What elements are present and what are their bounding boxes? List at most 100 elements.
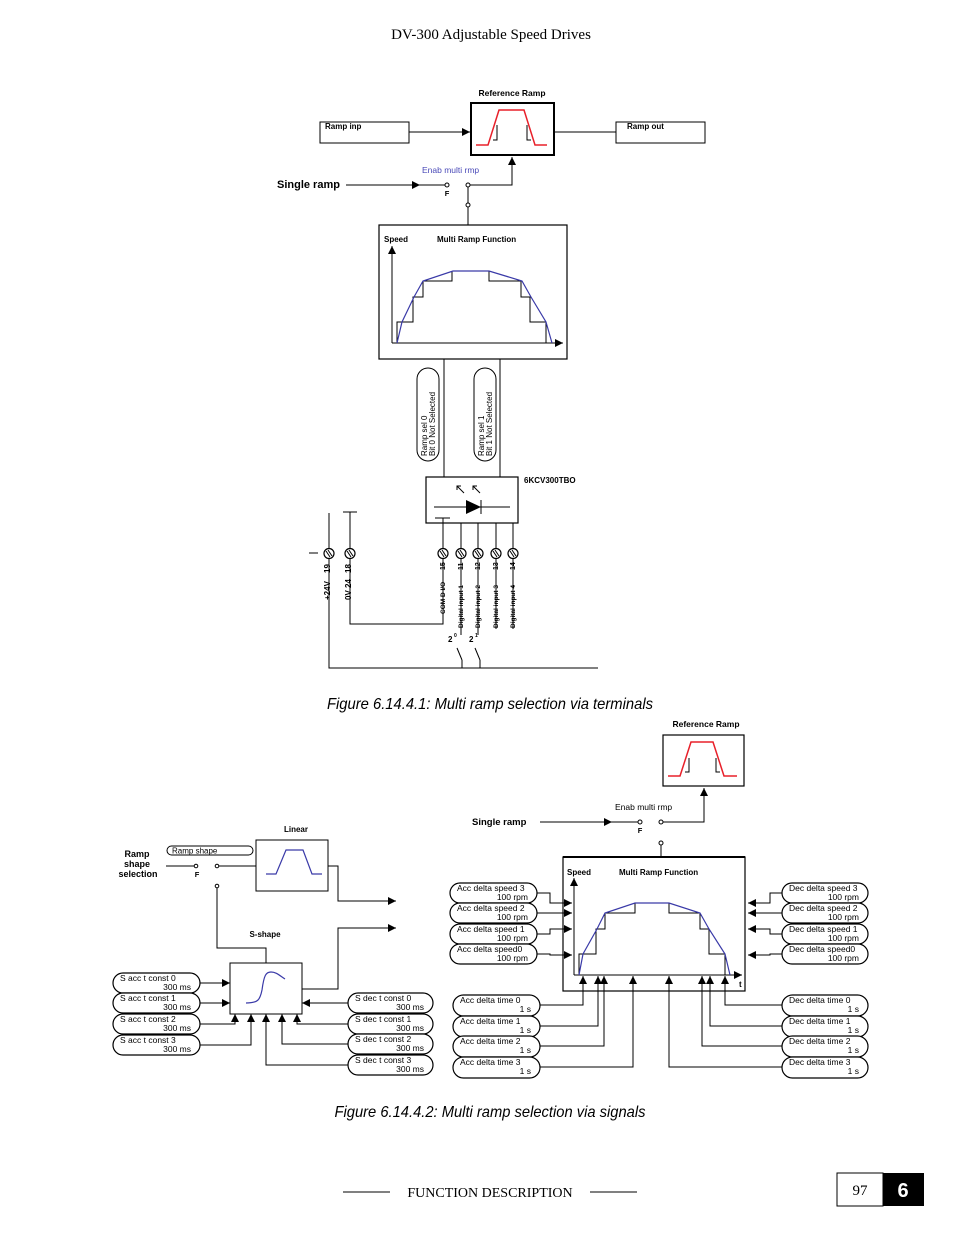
s-shape-block [229, 962, 303, 1015]
s-dec-t-const-pill-name: S dec t const 3 [355, 1055, 411, 1065]
acc-delta-time-pill-name: Acc delta time 2 [460, 1036, 521, 1046]
plus24v-bus [328, 559, 598, 669]
s-shape-output-arrow [302, 924, 396, 990]
terminal-screw-icon [472, 547, 484, 560]
s-shape-label: S-shape [249, 930, 281, 939]
ramp-sel-0-line2: Bit 0 Not Selected [428, 392, 437, 456]
dec-delta-time-pill-name: Dec delta time 2 [789, 1036, 851, 1046]
reference-ramp-icon-2 [668, 741, 737, 777]
reference-ramp-block [470, 102, 555, 156]
s-acc-t-const-pill-name: S acc t const 3 [120, 1035, 176, 1045]
figure-1: Reference Ramp Ramp inp Ramp out Enab mu… [277, 88, 706, 713]
reference-ramp-label-2: Reference Ramp [672, 719, 739, 729]
ramp-sel-0-pill [416, 367, 440, 462]
switch-contact-f-2 [637, 819, 643, 825]
linear-label: Linear [284, 825, 308, 834]
dec-delta-time-pill: Dec delta time 01 s [781, 994, 869, 1017]
page-header-title: DV-300 Adjustable Speed Drives [391, 27, 591, 43]
figure-1-caption: Figure 6.14.4.1: Multi ramp selection vi… [327, 696, 653, 713]
linear-ramp-block [255, 839, 329, 892]
switch-contact-t [465, 202, 471, 208]
multi-ramp-function-block [378, 224, 568, 360]
acc-steps [396, 271, 453, 343]
acc-steps-2 [578, 903, 636, 975]
multi-ramp-function-block-2 [562, 856, 746, 992]
ramp-inp-label: Ramp inp [325, 122, 362, 131]
dec-delta-time-pill-name: Dec delta time 1 [789, 1016, 851, 1026]
dec-delta-time-pill-value: 1 s [848, 1025, 859, 1035]
s-curve-icon [245, 971, 286, 1004]
io-module-block [425, 476, 519, 524]
terminal-screw-icon [455, 547, 467, 560]
reference-ramp-icon [476, 109, 547, 146]
dec-delta-speed-pill-value: 100 rpm [828, 953, 859, 963]
ramp-out-label: Ramp out [627, 122, 664, 131]
s-acc-t-const-pill-name: S acc t const 1 [120, 993, 176, 1003]
ramp-sel-1-pill [473, 367, 497, 462]
acc-delta-time-pill-value: 1 s [520, 1045, 531, 1055]
switch-contact-common [465, 182, 471, 188]
switch-f-label-2: F [638, 826, 643, 835]
s-acc-t-const-pill-value: 300 ms [163, 1044, 191, 1054]
switch-to-ref-ramp-arrow-2 [663, 788, 708, 823]
shape-switch-f-label: F [195, 870, 200, 879]
terminal-screw-icon [323, 547, 335, 560]
reference-ramp-block-2 [662, 734, 745, 787]
dec-delta-speed-pill-name: Dec delta speed 2 [789, 903, 858, 913]
dec-delta-time-pill-name: Dec delta time 0 [789, 995, 851, 1005]
ramp-sel-0-line1: Ramp sel 0 [420, 415, 429, 456]
ramp-shape-selection-line3: selection [118, 869, 157, 879]
acc-delta-time-pill-value: 1 s [520, 1004, 531, 1014]
dec-delta-speed-pill-value: 100 rpm [828, 933, 859, 943]
acc-delta-speed-pill-value: 100 rpm [497, 892, 528, 902]
acc-delta-time-pill: Acc delta time 11 s [452, 1015, 541, 1038]
speed-axis-label-2: Speed [567, 868, 591, 877]
diode-icon [434, 500, 510, 514]
acc-delta-speed-pill-value: 100 rpm [497, 912, 528, 922]
ramp-shape-selection-line1: Ramp [124, 849, 150, 859]
terminal-label: 0V 24 [344, 579, 353, 600]
time-axis-label: t [739, 980, 742, 989]
acc-delta-speed-pill-name: Acc delta speed 1 [457, 924, 525, 934]
bit1-switch [474, 647, 481, 668]
switch-contact-common-2 [658, 819, 664, 825]
multi-ramp-curve [396, 270, 553, 344]
linear-ramp-icon [266, 849, 322, 875]
switch-f-label: F [445, 189, 450, 198]
enab-multi-rmp-label-2: Enab multi rmp [615, 802, 672, 812]
acc-delta-speed-pill-name: Acc delta speed 3 [457, 883, 525, 893]
single-ramp-label-2: Single ramp [472, 817, 527, 828]
acc-delta-time-pill-name: Acc delta time 3 [460, 1057, 521, 1067]
ramp-out-box [615, 121, 706, 144]
footer-section-title: FUNCTION DESCRIPTION [407, 1186, 572, 1201]
chapter-tab [883, 1173, 924, 1206]
s-acc-t-const-pill-value: 300 ms [163, 1023, 191, 1033]
switch-to-ref-ramp-arrow [470, 157, 516, 186]
switch-contact-t-2 [658, 840, 664, 846]
dec-delta-speed-pill-name: Dec delta speed0 [789, 944, 855, 954]
dec-delta-time-pill: Dec delta time 21 s [781, 1035, 869, 1058]
zero-v-to-com-wire [349, 559, 444, 625]
shape-switch-contact-s [214, 883, 220, 889]
s-dec-t-const-pill-name: S dec t const 1 [355, 1014, 411, 1024]
dec-delta-time-pill: Dec delta time 31 s [781, 1056, 869, 1079]
chapter-number: 6 [897, 1180, 908, 1202]
s-dec-t-const-pill-value: 300 ms [396, 1023, 424, 1033]
multi-ramp-function-title-2: Multi Ramp Function [619, 868, 698, 877]
terminal-label: +24V [323, 580, 332, 600]
acc-delta-time-pill: Acc delta time 01 s [452, 994, 541, 1017]
dec-delta-time-pill-value: 1 s [848, 1004, 859, 1014]
multi-ramp-curve-2 [578, 902, 731, 976]
